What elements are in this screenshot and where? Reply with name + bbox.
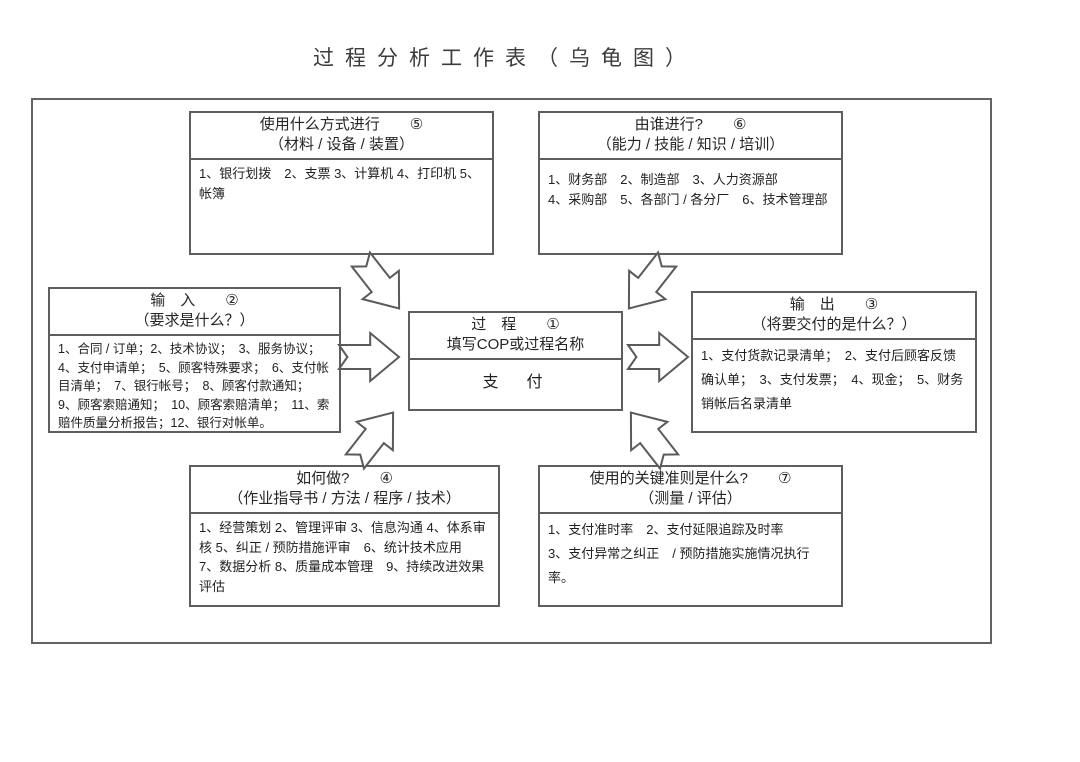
box-input: 输 入 ② （要求是什么？） 1、合同 / 订单；2、技术协议； 3、服务协议；… — [48, 287, 341, 433]
box-output-header: 输 出 ③ （将要交付的是什么？） — [693, 293, 975, 340]
box-output-body: 1、支付货款记录清单； 2、支付后顾客反馈确认单； 3、支付发票； 4、现金； … — [701, 348, 964, 412]
box-criteria-title: 使用的关键准则是什么? — [589, 470, 748, 487]
box-process-name: 支 付 — [482, 373, 549, 391]
box-who: 由谁进行? ⑥ （能力 / 技能 / 知识 / 培训） 1、财务部 2、制造部 … — [538, 111, 843, 255]
box-input-number: ② — [225, 292, 239, 309]
box-how-number: ④ — [379, 470, 393, 487]
box-with-what-header: 使用什么方式进行 ⑤ （材料 / 设备 / 装置） — [191, 113, 492, 160]
box-how: 如何做? ④ （作业指导书 / 方法 / 程序 / 技术） 1、经营策划 2、管… — [189, 465, 500, 607]
arrow-top-left-icon — [343, 245, 417, 322]
box-process: 过 程 ① 填写COP或过程名称 支 付 — [408, 311, 623, 411]
box-process-number: ① — [546, 316, 560, 333]
box-output-title: 输 出 — [789, 296, 835, 313]
box-process-title: 过 程 — [471, 316, 517, 333]
box-with-what-body: 1、银行划拨 2、支票 3、计算机 4、打印机 5、帐簿 — [199, 166, 480, 201]
box-how-header: 如何做? ④ （作业指导书 / 方法 / 程序 / 技术） — [191, 467, 498, 514]
box-who-title: 由谁进行? — [634, 116, 703, 133]
box-process-header: 过 程 ① 填写COP或过程名称 — [410, 313, 621, 360]
box-input-header: 输 入 ② （要求是什么？） — [50, 289, 339, 336]
box-with-what: 使用什么方式进行 ⑤ （材料 / 设备 / 装置） 1、银行划拨 2、支票 3、… — [189, 111, 494, 255]
arrow-bottom-left-icon — [337, 398, 411, 475]
arrow-output-icon — [628, 333, 688, 381]
box-output-number: ③ — [864, 296, 879, 313]
box-how-body: 1、经营策划 2、管理评审 3、信息沟通 4、体系审核 5、纠正 / 预防措施评… — [199, 520, 486, 594]
box-how-title: 如何做? — [296, 470, 350, 487]
box-who-number: ⑥ — [732, 116, 747, 133]
box-output-subtitle: （将要交付的是什么？） — [751, 316, 917, 333]
box-who-body: 1、财务部 2、制造部 3、人力资源部 4、采购部 5、各部门 / 各分厂 6、… — [548, 172, 828, 207]
box-criteria-number: ⑦ — [777, 470, 792, 487]
box-criteria-body: 1、支付准时率 2、支付延限追踪及时率 3、支付异常之纠正 / 预防措施实施情况… — [548, 522, 810, 586]
box-how-subtitle: （作业指导书 / 方法 / 程序 / 技术） — [228, 490, 461, 507]
arrow-bottom-right-icon — [613, 398, 687, 475]
box-criteria: 使用的关键准则是什么? ⑦ （测量 / 评估） 1、支付准时率 2、支付延限追踪… — [538, 465, 843, 607]
box-who-header: 由谁进行? ⑥ （能力 / 技能 / 知识 / 培训） — [540, 113, 841, 160]
arrow-top-right-icon — [611, 245, 685, 322]
box-with-what-title: 使用什么方式进行 — [259, 116, 380, 133]
box-input-title: 输 入 — [150, 292, 196, 309]
box-input-body: 1、合同 / 订单；2、技术协议； 3、服务协议； 4、支付申请单； 5、顾客特… — [58, 342, 330, 430]
box-process-subtitle: 填写COP或过程名称 — [446, 336, 585, 353]
box-criteria-subtitle: （测量 / 评估） — [639, 490, 742, 507]
box-with-what-subtitle: （材料 / 设备 / 装置） — [268, 136, 414, 153]
box-criteria-header: 使用的关键准则是什么? ⑦ （测量 / 评估） — [540, 467, 841, 514]
box-who-subtitle: （能力 / 技能 / 知识 / 培训） — [596, 136, 785, 153]
box-with-what-number: ⑤ — [409, 116, 424, 133]
arrow-input-icon — [339, 333, 399, 381]
box-output: 输 出 ③ （将要交付的是什么？） 1、支付货款记录清单； 2、支付后顾客反馈确… — [691, 291, 977, 433]
box-input-subtitle: （要求是什么？） — [134, 312, 255, 329]
outer-frame — [31, 98, 992, 644]
page-title: 过程分析工作表（乌龟图） — [313, 47, 697, 70]
